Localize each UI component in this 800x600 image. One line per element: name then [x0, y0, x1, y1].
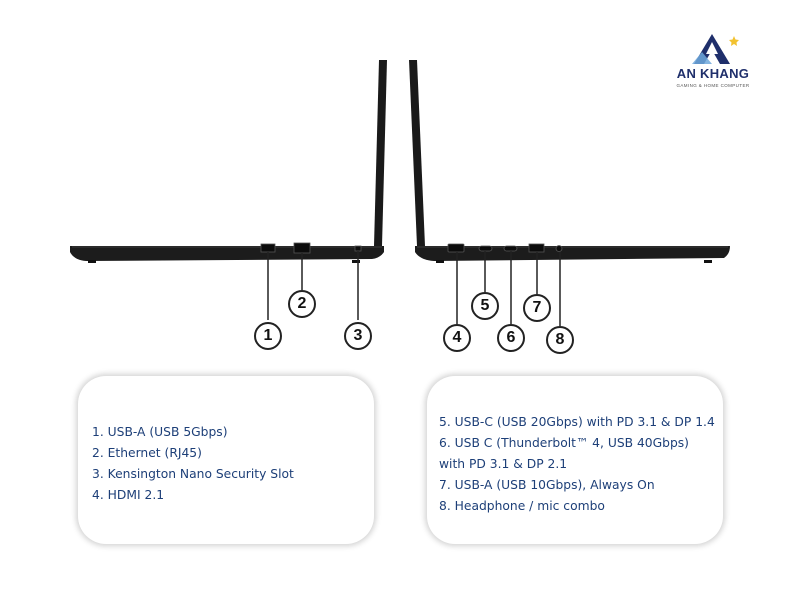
- ethernet-port-icon: [293, 242, 311, 254]
- headphone-jack-icon: [555, 245, 563, 252]
- right-laptop-base: [415, 246, 730, 261]
- usb-c-20gbps-port-icon: [478, 245, 493, 252]
- callout-8: 8: [546, 326, 574, 354]
- left-ports-panel: 1. USB-A (USB 5Gbps) 2. Ethernet (RJ45) …: [78, 376, 374, 544]
- hdmi-port-icon: [447, 243, 465, 253]
- right-laptop-lid: [409, 60, 425, 246]
- brand-logo: AN KHANG GAMING & HOME COMPUTER: [668, 32, 758, 92]
- spec-item: with PD 3.1 & DP 2.1: [439, 457, 568, 471]
- callout-3: 3: [344, 322, 372, 350]
- thunderbolt-port-icon: [503, 245, 518, 252]
- logo-tagline: GAMING & HOME COMPUTER: [676, 83, 750, 88]
- usb-a-10gbps-port-icon: [528, 243, 545, 253]
- left-side-laptop: [70, 60, 387, 320]
- spec-item: 3. Kensington Nano Security Slot: [92, 467, 294, 481]
- spec-item: 7. USB-A (USB 10Gbps), Always On: [439, 478, 655, 492]
- spec-item: 8. Headphone / mic combo: [439, 499, 605, 513]
- spec-item: 5. USB-C (USB 20Gbps) with PD 3.1 & DP 1…: [439, 415, 715, 429]
- spec-item: 2. Ethernet (RJ45): [92, 446, 202, 460]
- left-laptop-base: [70, 246, 384, 261]
- callout-6: 6: [497, 324, 525, 352]
- laptop-side-views: [70, 60, 730, 326]
- callout-4: 4: [443, 324, 471, 352]
- left-laptop-lid: [374, 60, 387, 246]
- usb-a-port-icon: [260, 243, 276, 253]
- logo-mark-icon: [692, 34, 739, 64]
- callout-7: 7: [523, 294, 551, 322]
- spec-item: 6. USB C (Thunderbolt™ 4, USB 40Gbps): [439, 436, 689, 450]
- right-ports-panel: 5. USB-C (USB 20Gbps) with PD 3.1 & DP 1…: [427, 376, 723, 544]
- logo-name: AN KHANG: [676, 66, 750, 81]
- callout-1: 1: [254, 322, 282, 350]
- callout-2: 2: [288, 290, 316, 318]
- callout-5: 5: [471, 292, 499, 320]
- spec-item: 4. HDMI 2.1: [92, 488, 165, 502]
- kensington-slot-icon: [354, 245, 362, 252]
- spec-item: 1. USB-A (USB 5Gbps): [92, 425, 228, 439]
- right-side-laptop: [409, 60, 730, 326]
